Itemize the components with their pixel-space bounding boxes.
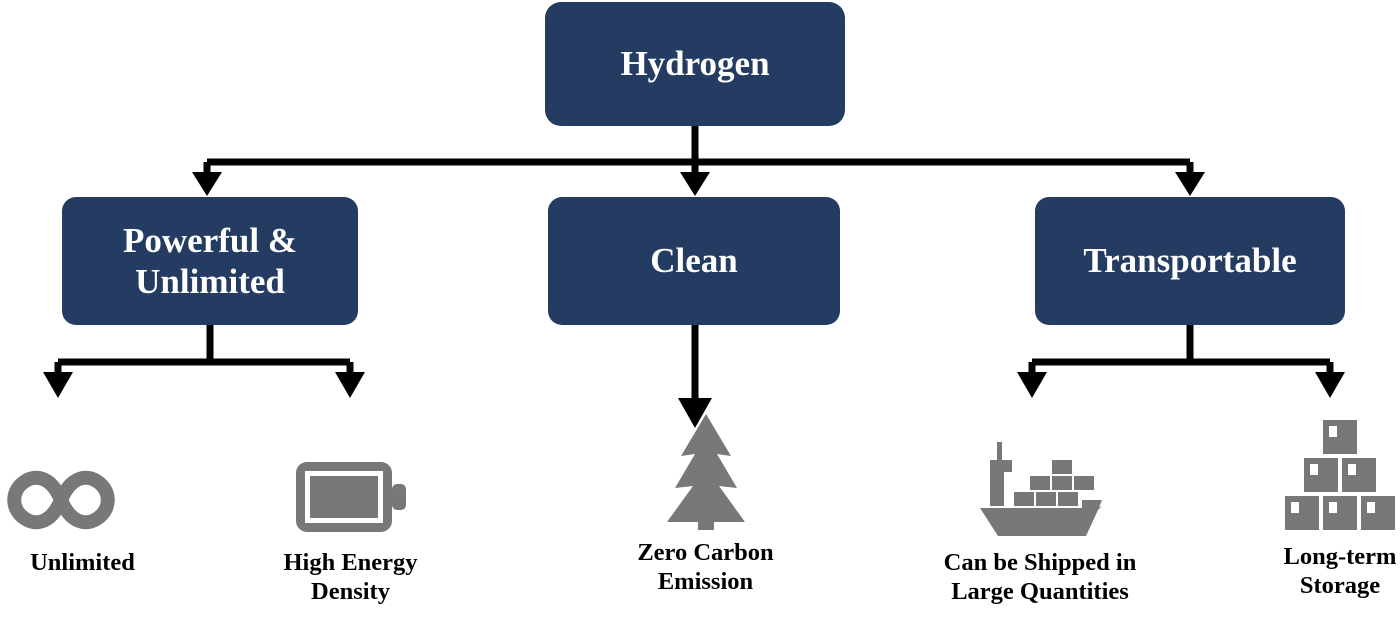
node-hydrogen[interactable]: Hydrogen: [545, 2, 845, 126]
leaf-ship-icon-wrap: [974, 420, 1106, 540]
arrowhead-middle-box: [680, 172, 710, 196]
leaf-energy-icon-wrap: [292, 420, 410, 540]
leaf-zero-carbon-emission-caption: Zero Carbon Emission: [637, 539, 774, 596]
arrowhead-energy: [335, 372, 365, 398]
leaf-boxes-icon-wrap: [1276, 414, 1400, 534]
arrowhead-shipped: [1017, 372, 1047, 398]
node-transportable-label: Transportable: [1083, 241, 1297, 281]
leaf-unlimited-caption: Unlimited: [30, 549, 135, 576]
leaf-shipped-large-quantities-caption: Can be Shipped in Large Quantities: [943, 549, 1137, 606]
leaf-zero-carbon-emission: Zero Carbon Emission: [603, 410, 808, 597]
arrowhead-right-box: [1175, 172, 1205, 196]
stacked-boxes-icon: [1285, 420, 1395, 530]
leaf-high-energy-density: High Energy Density: [248, 420, 453, 607]
leaf-long-term-storage-caption: Long-term Storage: [1283, 543, 1397, 600]
leaf-long-term-storage: Long-term Storage: [1240, 414, 1400, 601]
leaf-unlimited: Unlimited: [0, 420, 163, 577]
arrowhead-left-box: [192, 172, 222, 196]
node-powerful-unlimited[interactable]: Powerful & Unlimited: [62, 197, 358, 325]
node-clean-label: Clean: [650, 241, 738, 281]
node-hydrogen-label: Hydrogen: [620, 44, 770, 84]
node-transportable[interactable]: Transportable: [1035, 197, 1345, 325]
leaf-zero-icon-wrap: [659, 410, 753, 530]
leaf-unlimited-icon-wrap: [0, 420, 125, 540]
arrowhead-unlimited: [43, 372, 73, 398]
node-powerful-unlimited-label: Powerful & Unlimited: [123, 220, 297, 301]
leaf-high-energy-density-caption: High Energy Density: [283, 549, 418, 606]
node-clean[interactable]: Clean: [548, 197, 840, 325]
pine-tree-icon: [666, 414, 745, 530]
battery-full-icon: [295, 462, 406, 532]
leaf-shipped-large-quantities: Can be Shipped in Large Quantities: [920, 420, 1160, 607]
cargo-ship-icon: [980, 442, 1102, 536]
arrowhead-storage: [1315, 372, 1345, 398]
infinity-icon: [6, 470, 115, 530]
